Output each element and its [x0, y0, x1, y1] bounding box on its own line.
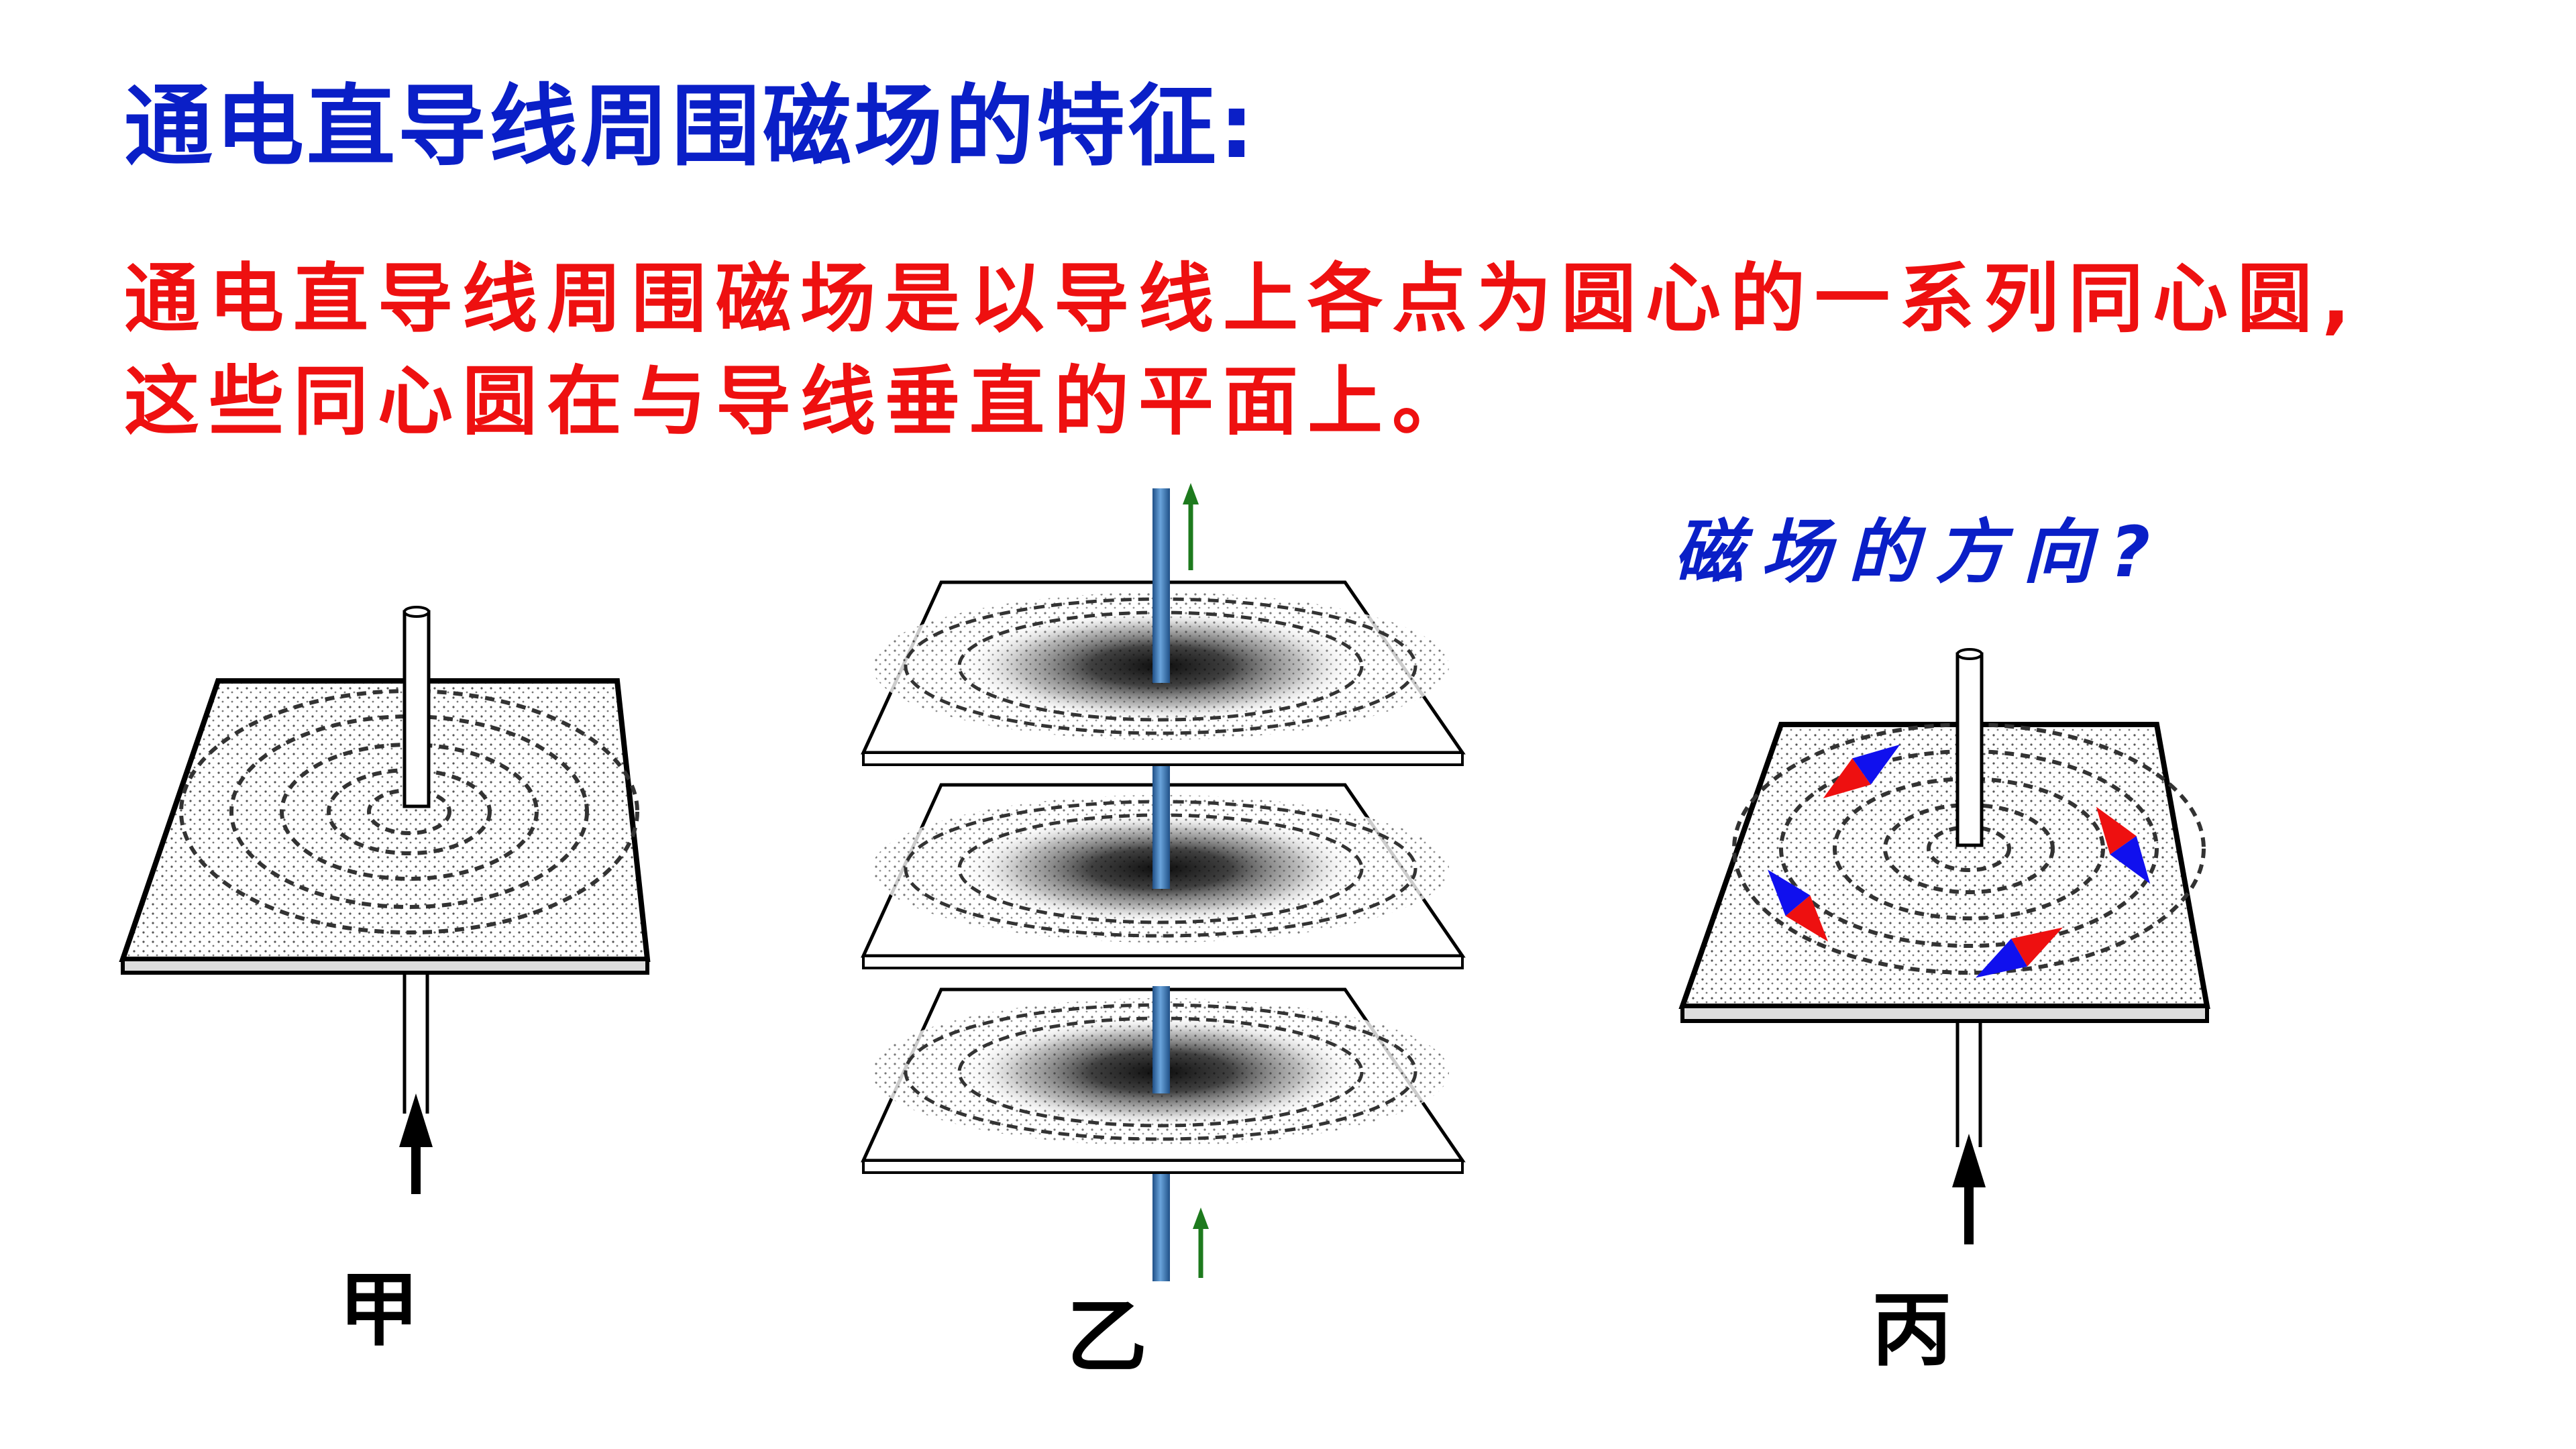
compass-needle-right: [2096, 806, 2151, 884]
figure-jia-lower-wire: [402, 973, 429, 1114]
description-line-2: 这些同心圆在与导线垂直的平面上。: [124, 358, 1477, 445]
figure-yi-current-arrow-bottom: [1193, 1208, 1209, 1278]
compass-needle-bottom: [1976, 927, 2063, 978]
figure-yi: [861, 483, 1466, 1281]
figure-yi-current-arrow-top: [1183, 483, 1199, 570]
figure-yi-wire-top: [1152, 488, 1170, 683]
figure-yi-wire-segment-3: [1152, 986, 1170, 1093]
figure-bing-plate: [1678, 722, 2210, 1023]
figure-bing: [1678, 648, 2210, 1244]
compass-needle-left: [1768, 869, 1828, 942]
figure-jia-current-arrow: [399, 1093, 433, 1194]
figure-bing-current-arrow: [1952, 1134, 1986, 1244]
slide-title: 通电直导线周围磁场的特征:: [124, 75, 1257, 178]
figure-jia-plate: [119, 678, 651, 975]
figure-bing-upper-wire: [1955, 648, 1984, 847]
description-line-1: 通电直导线周围磁场是以导线上各点为圆心的一系列同心圆,: [124, 256, 2360, 343]
figure-yi-label: 乙: [1067, 1291, 1147, 1384]
figure-jia-upper-wire: [402, 606, 431, 808]
field-direction-question: 磁场的方向?: [1674, 511, 2168, 593]
figure-jia: [119, 606, 651, 1194]
figure-yi-wire-bottom: [1152, 1171, 1170, 1281]
figure-bing-label: 丙: [1872, 1284, 1952, 1377]
compass-needle-top-left: [1823, 744, 1900, 799]
figure-jia-label: 甲: [339, 1264, 419, 1357]
figure-bing-lower-wire: [1955, 1023, 1982, 1147]
figure-yi-wire-segment-2: [1152, 765, 1170, 889]
